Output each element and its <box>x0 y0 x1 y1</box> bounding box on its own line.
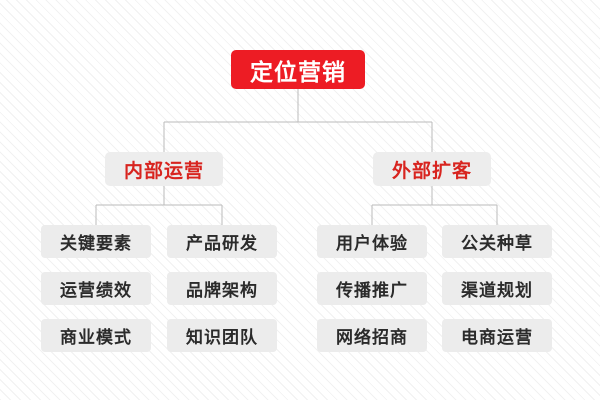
leaf-node[interactable]: 产品研发 <box>167 225 277 258</box>
leaf-node[interactable]: 运营绩效 <box>41 272 151 305</box>
root-node[interactable]: 定位营销 <box>231 50 365 89</box>
branch-node-internal-operations[interactable]: 内部运营 <box>105 152 223 186</box>
leaf-node[interactable]: 关键要素 <box>41 225 151 258</box>
leaf-node[interactable]: 公关种草 <box>442 225 552 258</box>
leaf-node[interactable]: 传播推广 <box>317 272 427 305</box>
leaf-node[interactable]: 用户体验 <box>317 225 427 258</box>
leaf-node[interactable]: 商业模式 <box>41 319 151 352</box>
leaf-node[interactable]: 网络招商 <box>317 319 427 352</box>
branch-node-external-acquisition[interactable]: 外部扩客 <box>373 152 491 186</box>
leaf-node[interactable]: 电商运营 <box>442 319 552 352</box>
leaf-node[interactable]: 渠道规划 <box>442 272 552 305</box>
leaf-node[interactable]: 知识团队 <box>167 319 277 352</box>
leaf-node[interactable]: 品牌架构 <box>167 272 277 305</box>
